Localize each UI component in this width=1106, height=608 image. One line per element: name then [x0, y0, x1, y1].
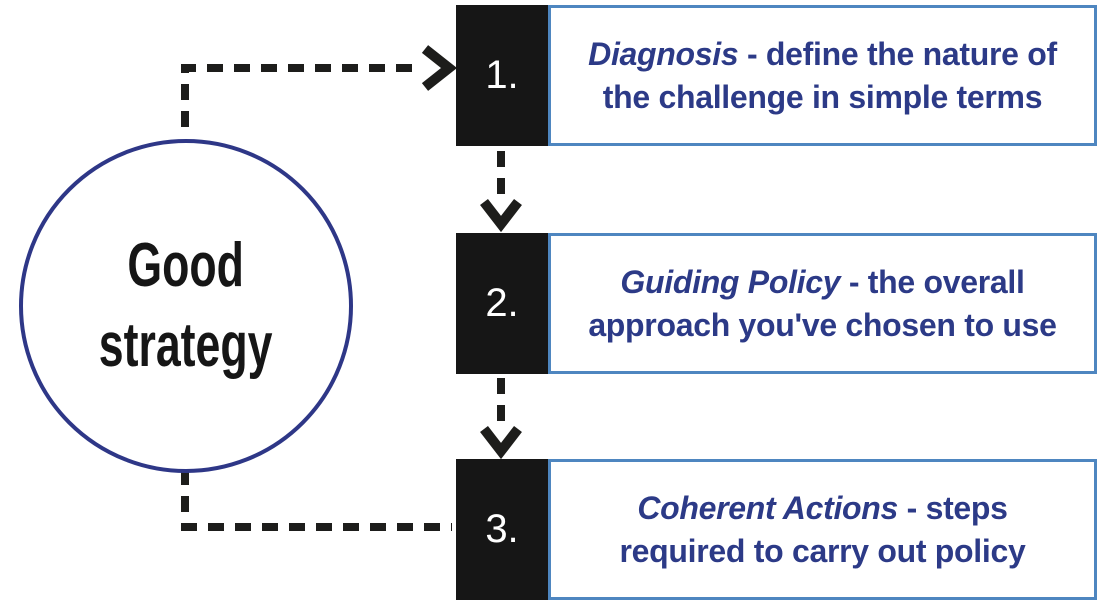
- step-2-text-box: Guiding Policy - the overall approach yo…: [548, 233, 1097, 374]
- step-3-text-box: Coherent Actions - steps required to car…: [548, 459, 1097, 600]
- step-2-rest: - the overall: [840, 263, 1025, 300]
- step-2-line2: approach you've chosen to use: [588, 306, 1057, 343]
- circle-title: Good strategy: [99, 226, 273, 386]
- arrowhead-down-icon: [480, 425, 522, 460]
- step-3-term: Coherent Actions: [637, 489, 899, 526]
- dashed-connector-circle-to-step3: [181, 469, 452, 531]
- step-3-number: 3.: [485, 507, 519, 551]
- step-2-number-box: 2.: [456, 233, 548, 374]
- good-strategy-circle: Good strategy: [19, 139, 353, 473]
- circle-title-line1: Good: [127, 231, 245, 300]
- circle-title-line2: strategy: [99, 311, 273, 380]
- step-1-line2: the challenge in simple terms: [602, 78, 1043, 115]
- step-row-3: 3. Coherent Actions - steps required to …: [456, 459, 1097, 600]
- step-1-rest: - define the nature of: [738, 35, 1057, 72]
- step-3-number-box: 3.: [456, 459, 548, 600]
- step-2-line1: Guiding Policy - the overall: [620, 261, 1024, 304]
- step-3-line1: Coherent Actions - steps: [637, 487, 1008, 530]
- step-1-term: Diagnosis: [588, 35, 739, 72]
- arrowhead-down-icon: [480, 198, 522, 233]
- step-row-1: 1. Diagnosis - define the nature of the …: [456, 5, 1097, 146]
- step-1-number: 1.: [485, 53, 519, 97]
- step-3-rest: - steps: [898, 489, 1008, 526]
- step-1-text-box: Diagnosis - define the nature of the cha…: [548, 5, 1097, 146]
- step-3-line2: required to carry out policy: [619, 532, 1026, 569]
- arrowhead-right-icon: [421, 45, 458, 91]
- step-1-line1: Diagnosis - define the nature of: [588, 33, 1057, 76]
- step-2-term: Guiding Policy: [620, 263, 841, 300]
- step-2-number: 2.: [485, 281, 519, 325]
- step-1-number-box: 1.: [456, 5, 548, 146]
- dashed-connector-circle-to-step1: [181, 64, 423, 127]
- step-row-2: 2. Guiding Policy - the overall approach…: [456, 233, 1097, 374]
